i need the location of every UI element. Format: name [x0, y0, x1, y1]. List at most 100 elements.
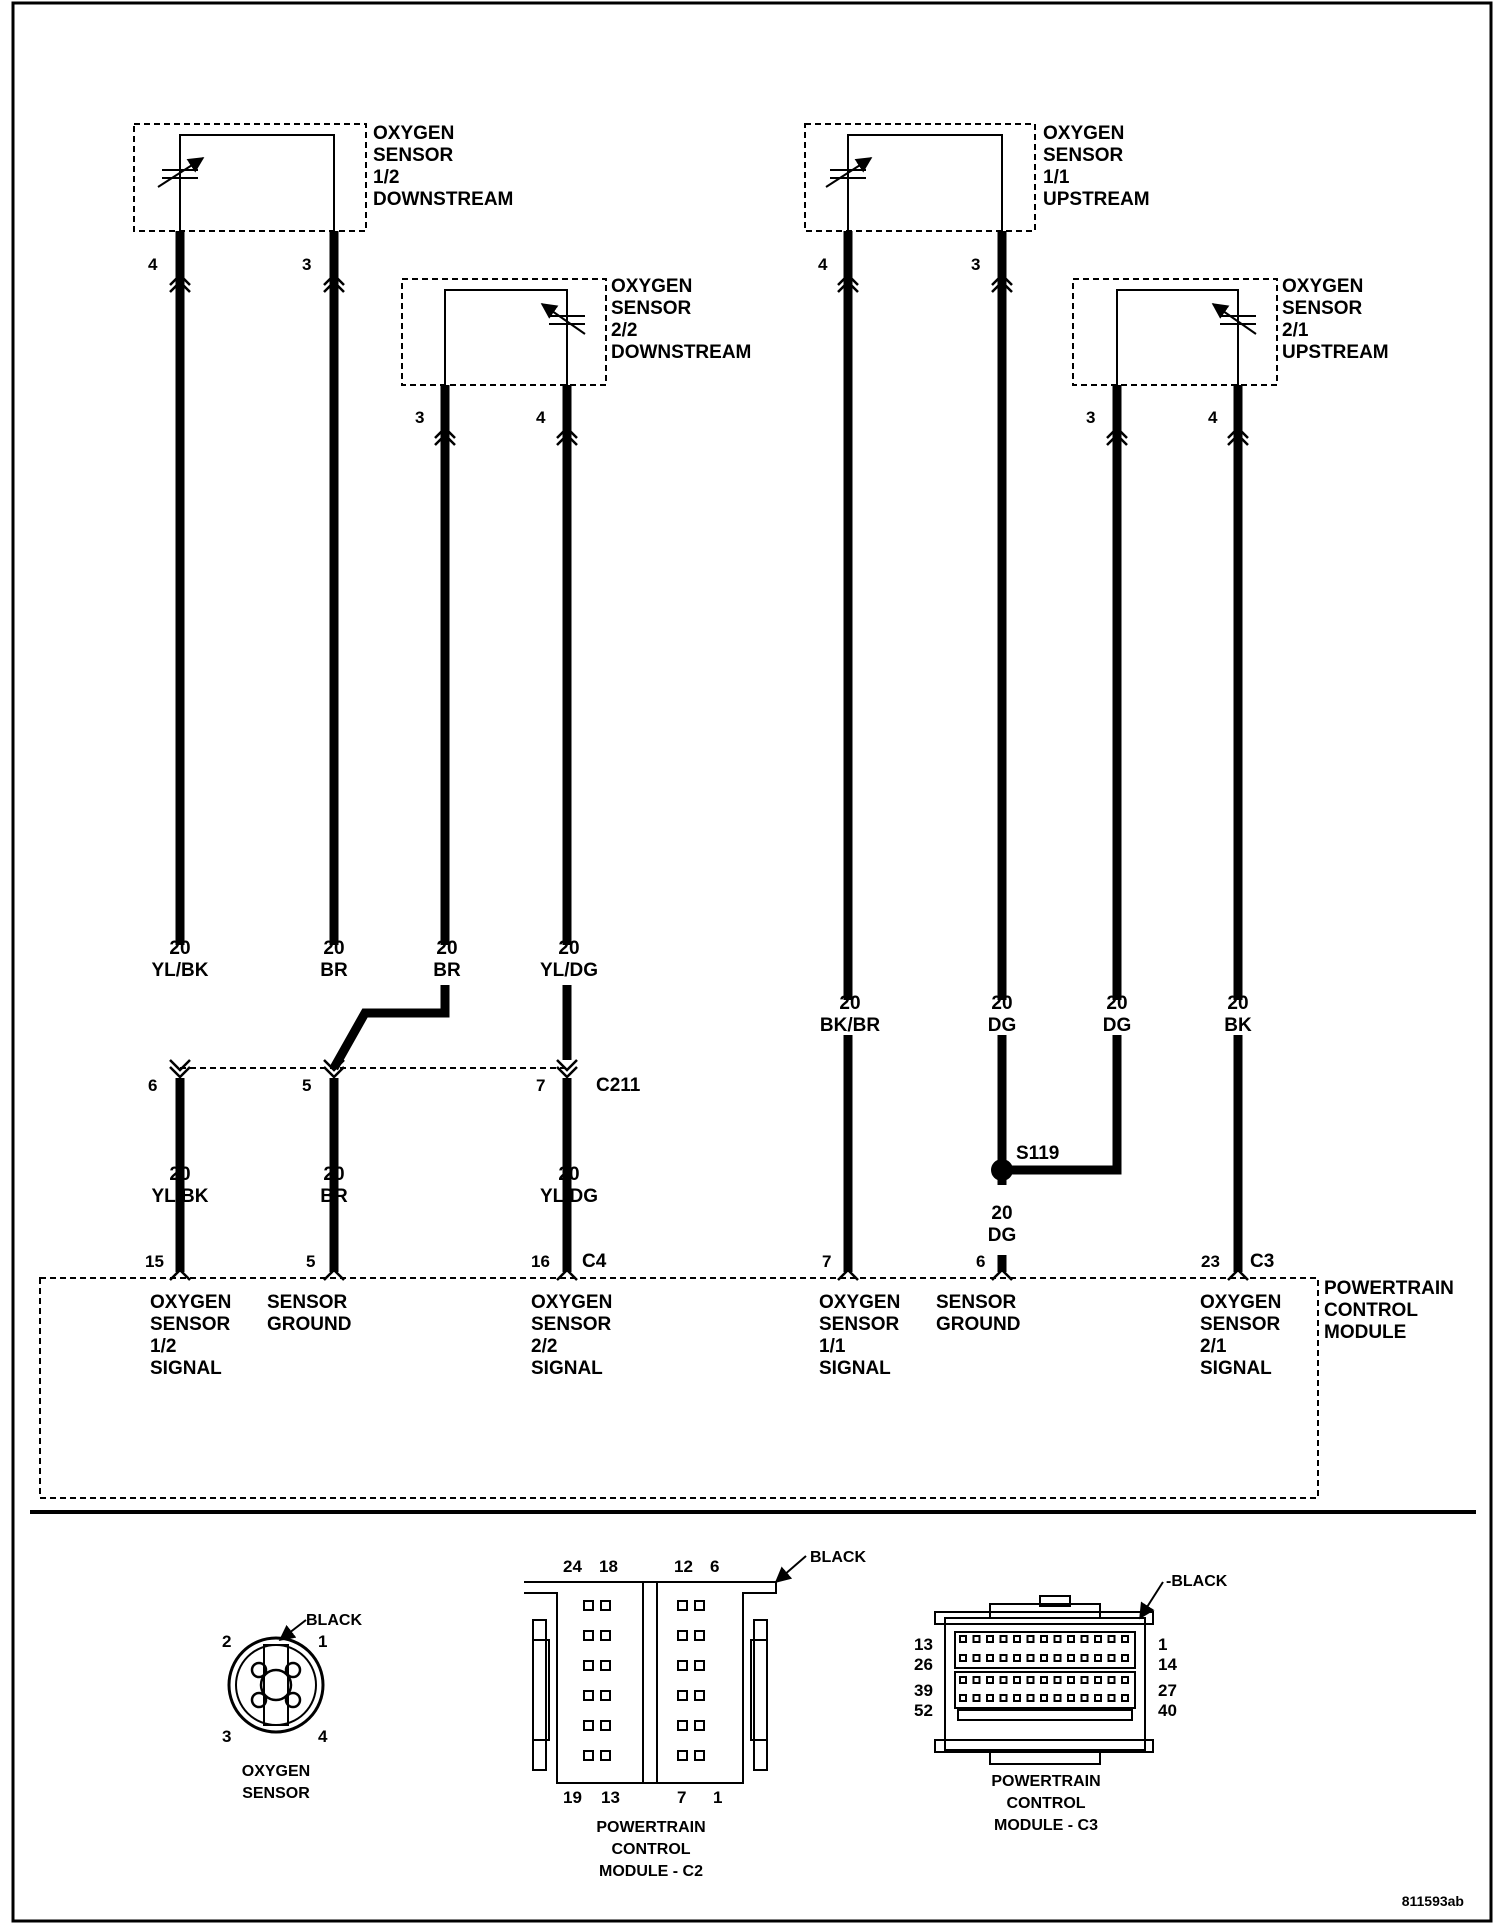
sensor-label-line: 2/1 [1282, 320, 1309, 341]
pin-number: 39 [914, 1681, 933, 1700]
sensor-label-line: OXYGEN [611, 276, 692, 297]
sensor-label-line: 1/2 [373, 167, 399, 188]
pin-cavity [1053, 1676, 1062, 1684]
pin-cavity [600, 1720, 611, 1731]
oxygen-sensor-2-1-upstream: OXYGEN SENSOR 2/1 UPSTREAM [1072, 276, 1389, 386]
pin-cavity [1053, 1635, 1062, 1643]
signal-label: SIGNAL [531, 1358, 603, 1379]
pin-cavity [1067, 1654, 1075, 1662]
pin-cavity [583, 1660, 594, 1671]
connector-color: BLACK [810, 1549, 866, 1566]
pin-number: 13 [601, 1788, 620, 1807]
pin-cavity [1040, 1635, 1048, 1643]
sensor-label-line: 1/1 [1043, 167, 1070, 188]
wire-gauge: 20 [558, 1164, 579, 1185]
pin-cavity [1067, 1694, 1075, 1702]
pin-number: 19 [563, 1788, 582, 1807]
connector-color: -BLACK [1166, 1573, 1228, 1590]
signal-label: SIGNAL [1200, 1358, 1272, 1379]
connector-title: SENSOR [242, 1785, 310, 1802]
signal-label: SIGNAL [150, 1358, 222, 1379]
pin-cavity [1053, 1654, 1062, 1662]
pin-cavity [1107, 1676, 1116, 1684]
wire-gauge: 20 [558, 938, 579, 959]
wire-color: YL/DG [540, 960, 598, 981]
pin-cavity [694, 1750, 705, 1761]
wire-gauge: 20 [436, 938, 457, 959]
pin-cavity [694, 1630, 705, 1641]
pin-cavity [986, 1635, 994, 1643]
sensor-label-line: DOWNSTREAM [611, 342, 751, 363]
wire-gauge: 20 [839, 993, 860, 1014]
wire-gauge: 20 [323, 938, 344, 959]
pin-cavity [677, 1690, 688, 1701]
pin-cavity [986, 1654, 994, 1662]
pin-cavity [1053, 1694, 1062, 1702]
pin-cavity [972, 1654, 981, 1662]
sensor-label-line: OXYGEN [1282, 276, 1363, 297]
pin-number: 24 [563, 1557, 582, 1576]
pin-number: 4 [1208, 408, 1218, 427]
variable-resistor-icon [157, 157, 205, 188]
pin-cavity [677, 1750, 688, 1761]
pin-number: 5 [306, 1252, 315, 1271]
pin-cavity [1121, 1676, 1129, 1684]
sensor-label-line: DOWNSTREAM [373, 189, 513, 210]
wire-color: BR [320, 1186, 348, 1207]
sensor-label-line: 2/2 [611, 320, 637, 341]
wire-color: YL/BK [152, 1186, 209, 1207]
signal-label: SENSOR [267, 1292, 348, 1313]
wire-gauge: 20 [991, 1203, 1012, 1224]
pin-cavity [583, 1750, 594, 1761]
pin-cavity [1067, 1635, 1075, 1643]
wire-color: DG [1103, 1015, 1132, 1036]
pin-number: 2 [222, 1632, 231, 1651]
pin-cavity [677, 1720, 688, 1731]
signal-label: 2/2 [531, 1336, 557, 1357]
pin-cavity [583, 1600, 594, 1611]
pin-cavity [600, 1660, 611, 1671]
pin-number: 1 [713, 1788, 722, 1807]
signal-label: GROUND [267, 1314, 351, 1335]
pin-number: 6 [976, 1252, 985, 1271]
connector-title: MODULE - C2 [599, 1863, 703, 1880]
pin-cavity [999, 1635, 1008, 1643]
signal-label: SENSOR [819, 1314, 900, 1335]
wire-labels-upper: 20 YL/BK 20 BR 20 BR 20 YL/DG 20 BK/BR 2… [152, 938, 1252, 1036]
pin-cavity [1026, 1635, 1035, 1643]
pin-cavity [1121, 1654, 1129, 1662]
pin-cavity [959, 1635, 967, 1643]
pin-cavity [1013, 1676, 1021, 1684]
oxygen-sensor-2-2-downstream: OXYGEN SENSOR 2/2 DOWNSTREAM [401, 276, 751, 386]
pin-cavity [1107, 1654, 1116, 1662]
pin-number: 27 [1158, 1681, 1177, 1700]
pin-cavity [1026, 1654, 1035, 1662]
wire-gauge: 20 [169, 1164, 190, 1185]
pin-cavity [600, 1750, 611, 1761]
connector-chevrons [169, 273, 1249, 446]
variable-resistor-icon [825, 157, 873, 188]
splice-s119: S119 [991, 1143, 1059, 1181]
pin-number: 6 [710, 1557, 719, 1576]
pin-number: 14 [1158, 1655, 1177, 1674]
pin-cavity [1040, 1694, 1048, 1702]
pin-cavity [600, 1600, 611, 1611]
pin-cavity [959, 1654, 967, 1662]
pin-cavity [1094, 1654, 1102, 1662]
pin-cavity [1067, 1676, 1075, 1684]
connector-title: OXYGEN [242, 1763, 310, 1780]
pin-cavity [583, 1630, 594, 1641]
splice-name: S119 [1016, 1143, 1059, 1164]
sensor-label-line: UPSTREAM [1282, 342, 1389, 363]
wire [1002, 1035, 1122, 1175]
connector-name: C3 [1250, 1251, 1274, 1272]
pin-cavity [1080, 1635, 1089, 1643]
connector-title: MODULE - C3 [994, 1817, 1098, 1834]
connector-name: C211 [596, 1075, 641, 1096]
connector-title: POWERTRAIN [991, 1773, 1100, 1790]
pin-cavity [972, 1694, 981, 1702]
page-border [11, 1, 1493, 1923]
module-title-line: MODULE [1324, 1322, 1406, 1343]
signal-label: SENSOR [150, 1314, 231, 1335]
